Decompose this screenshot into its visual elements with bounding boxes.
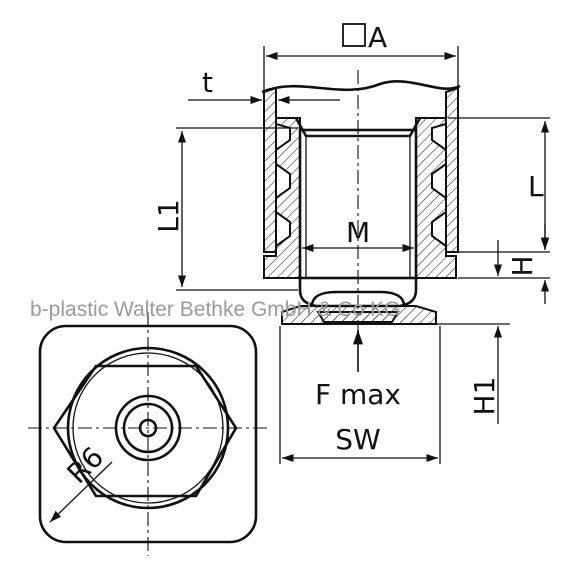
watermark-text: b-plastic Walter Bethke GmbH & Co KG [30,298,400,321]
insert-right-body [415,117,457,279]
dimension-lines: A t L1 L H M H1 F max [152,21,550,464]
dim-label-l: L [528,170,544,203]
tube-left-wall [263,86,277,253]
dim-label-a: A [368,21,387,54]
dim-label-t: t [202,66,213,99]
dim-label-h: H [506,255,539,276]
insert-left-body [263,117,301,279]
dim-label-sw: SW [335,423,380,456]
dim-label-h1: H1 [468,377,501,416]
dim-label-fmax: F max [315,378,401,411]
top-view: R6 [28,312,268,556]
dim-label-r6: R6 [60,440,110,490]
dim-label-l1: L1 [152,199,185,232]
tube-right-wall [445,86,459,253]
dim-label-m: M [346,216,370,249]
square-symbol [342,23,366,47]
side-section-view [261,70,461,372]
square-outline [38,324,258,544]
